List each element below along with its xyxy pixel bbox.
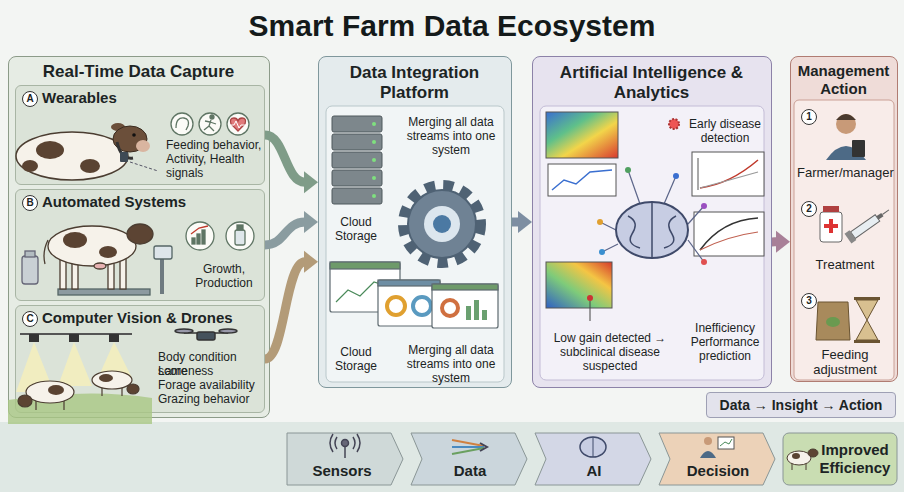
callout-number: 2 xyxy=(801,201,817,217)
flow-chevron: Data xyxy=(410,432,528,486)
wearable-cow xyxy=(16,123,158,180)
source-metrics: Feeding behavior, Activity, Health signa… xyxy=(166,138,264,180)
metric-item: Grazing behavior xyxy=(158,392,264,406)
flow-step: Decision xyxy=(666,462,770,480)
callout-number: 1 xyxy=(801,109,817,125)
management-inset xyxy=(794,100,894,380)
chevron-fill xyxy=(411,433,527,485)
flow-step: Data xyxy=(418,462,522,480)
arrow-shaft xyxy=(265,135,305,182)
arrow-head xyxy=(304,171,318,193)
flow-arrow xyxy=(772,231,790,253)
flow-arrow xyxy=(265,135,318,193)
callout-text: Low gain detected → subclinical disease … xyxy=(549,331,671,373)
efficiency-cow xyxy=(787,449,818,470)
arrow-head xyxy=(518,211,532,233)
feed-icon xyxy=(816,297,880,343)
note-text: Merging all data streams into one system xyxy=(397,115,505,157)
platform-inset xyxy=(326,106,504,382)
flow-arrow xyxy=(512,211,532,233)
panel-heading: Data Integration Platform xyxy=(319,63,510,103)
flow-step: Sensors xyxy=(286,462,398,480)
chevron-fill xyxy=(659,433,775,485)
pasture xyxy=(8,334,152,424)
arrow-head xyxy=(776,231,790,253)
arrow-shaft xyxy=(265,262,305,359)
callout-leader xyxy=(587,295,593,321)
farmer-icon xyxy=(826,114,866,160)
metric-item: Forage availability xyxy=(158,378,264,392)
flow-step: Improved Efficiency xyxy=(816,441,894,477)
flow-summary: Data → Insight → Action xyxy=(707,397,895,413)
decision-icon xyxy=(700,437,734,458)
scale-cow xyxy=(22,224,172,295)
note-text: Merging all data streams into one system xyxy=(397,343,505,385)
chevron-fill xyxy=(535,433,651,485)
panel-heading: Artificial Intelligence & Analytics xyxy=(533,63,770,103)
flow-chevron: Decision xyxy=(658,432,776,486)
flow-summary-box: Data → Insight → Action xyxy=(706,392,896,418)
analytics-charts xyxy=(546,112,764,308)
callout-letter: C xyxy=(22,311,38,327)
action-label: Feeding adjustment xyxy=(797,347,893,377)
panel-heading: Real-Time Data Capture xyxy=(9,62,268,82)
source-metrics: Growth, Production xyxy=(184,262,264,290)
dashboard-monitors xyxy=(330,262,498,328)
data-icon xyxy=(452,440,487,454)
panel-heading: Management Action xyxy=(791,62,896,97)
bottom-band xyxy=(0,422,904,492)
callout-number: 3 xyxy=(801,293,817,309)
callout-box: Low gain detected → subclinical disease … xyxy=(543,325,677,378)
arrow-head xyxy=(304,251,318,273)
ai-brain xyxy=(597,167,707,265)
source-heading: Computer Vision & Drones xyxy=(42,309,262,327)
integration-gear xyxy=(404,186,480,262)
analytics-label: Early disease detection xyxy=(683,117,767,145)
callout-letter: B xyxy=(22,195,38,211)
arrow-shaft xyxy=(512,218,519,227)
flow-arrow xyxy=(265,251,318,359)
sensor-icon xyxy=(330,434,360,458)
storage-label: Cloud Storage xyxy=(323,215,389,243)
ai-icon xyxy=(580,437,606,457)
flow-step: AI xyxy=(542,462,646,480)
treatment-icon xyxy=(820,205,892,244)
diagram-title: Smart Farm Data Ecosystem xyxy=(0,8,904,43)
action-label: Treatment xyxy=(797,257,893,272)
analytics-label: Inefficiency Performance prediction xyxy=(681,321,769,363)
ai-inset xyxy=(540,106,764,380)
automation-icons xyxy=(186,222,254,250)
arrow-shaft xyxy=(265,222,305,245)
wearable-icons xyxy=(171,113,249,135)
server-stack xyxy=(332,116,382,204)
drone xyxy=(175,329,237,340)
source-heading: Wearables xyxy=(42,89,242,107)
arrow-head xyxy=(304,211,318,233)
source-heading: Automated Systems xyxy=(42,193,242,211)
action-label: Farmer/manager xyxy=(797,165,893,180)
metric-item: Lameness xyxy=(158,364,264,378)
flow-arrow xyxy=(265,211,318,245)
chevron-fill xyxy=(287,433,403,485)
callout-letter: A xyxy=(22,91,38,107)
storage-label: Cloud Storage xyxy=(323,345,389,373)
chevron-fill xyxy=(783,433,897,485)
